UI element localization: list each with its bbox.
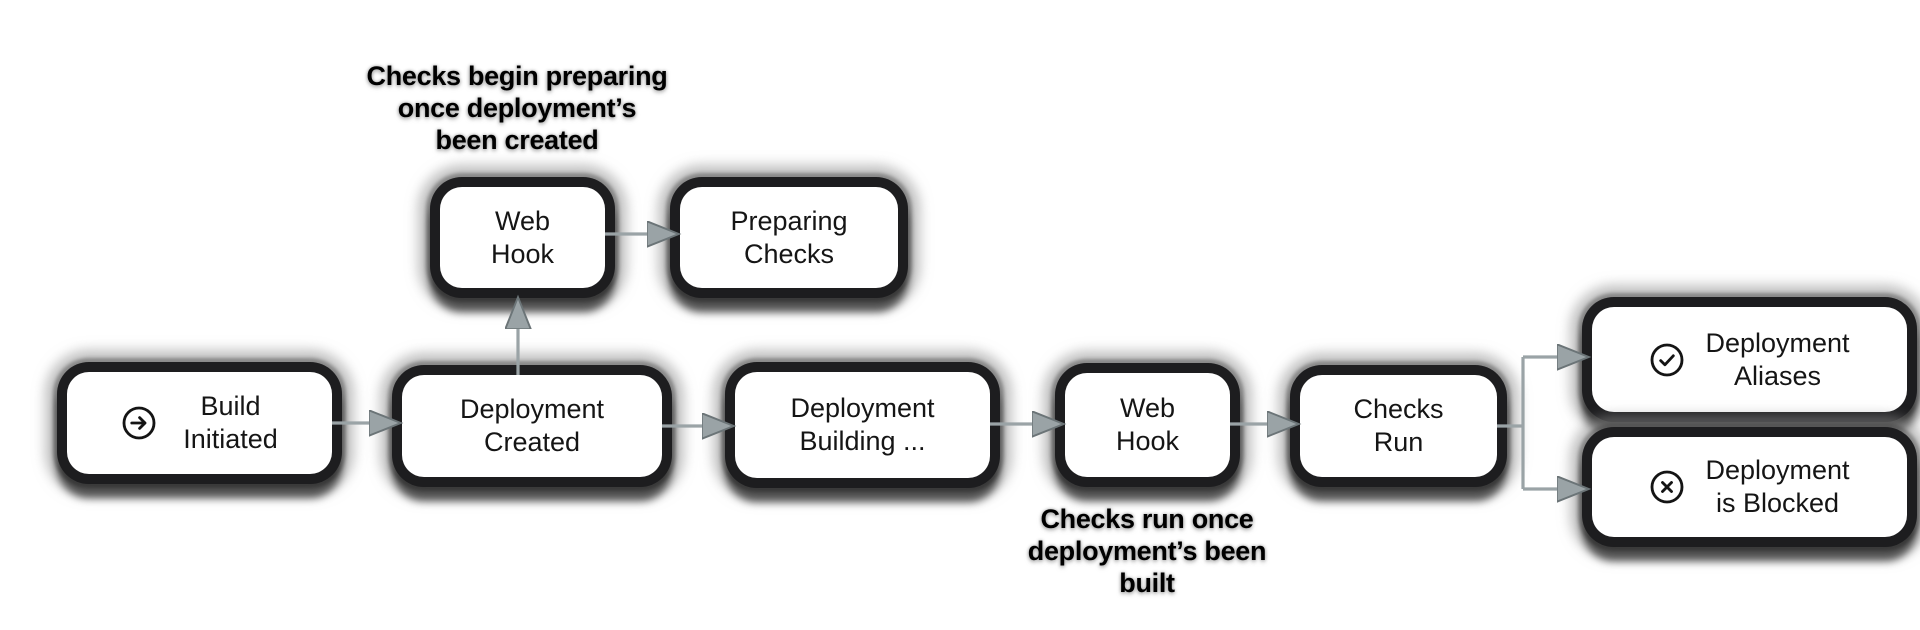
annotation-checks-run-once-built: Checks run once deployment’s been built bbox=[1027, 504, 1267, 598]
node-checks-run: Checks Run bbox=[1300, 375, 1497, 477]
node-label: Deployment is Blocked bbox=[1705, 455, 1850, 518]
node-web-hook-bottom: Web Hook bbox=[1065, 373, 1230, 477]
node-deployment-blocked: Deployment is Blocked bbox=[1592, 437, 1907, 537]
x-circle-icon bbox=[1649, 469, 1685, 505]
check-circle-icon bbox=[1649, 342, 1685, 378]
node-deployment-created: Deployment Created bbox=[402, 375, 662, 477]
node-deployment-aliases: Deployment Aliases bbox=[1592, 307, 1907, 412]
annotation-checks-begin-preparing: Checks begin preparing once deployment’s… bbox=[366, 61, 668, 155]
node-label: Preparing Checks bbox=[730, 205, 848, 269]
node-deployment-building: Deployment Building ... bbox=[735, 372, 990, 478]
node-label: Deployment Building ... bbox=[790, 393, 935, 456]
node-web-hook-top: Web Hook bbox=[440, 187, 605, 288]
node-label: Checks Run bbox=[1353, 394, 1444, 457]
node-label: Deployment Aliases bbox=[1705, 327, 1850, 391]
node-build-initiated: Build Initiated bbox=[67, 372, 332, 474]
node-preparing-checks: Preparing Checks bbox=[680, 187, 898, 288]
node-label: Web Hook bbox=[490, 205, 555, 269]
node-label: Web Hook bbox=[1115, 393, 1180, 456]
arrow-right-circle-icon bbox=[121, 405, 157, 441]
node-label: Deployment Created bbox=[459, 394, 605, 457]
node-label: Build Initiated bbox=[183, 391, 278, 454]
